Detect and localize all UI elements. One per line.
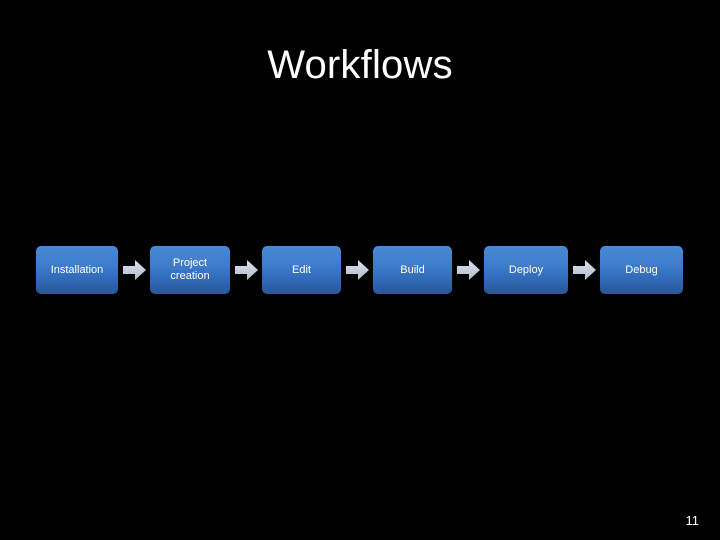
flow-step-label: Build bbox=[400, 263, 425, 276]
flow-step-project-creation[interactable]: Project creation bbox=[150, 246, 230, 294]
flow-step-label: Project creation bbox=[170, 257, 210, 282]
flow-step-label: Edit bbox=[292, 263, 311, 276]
flow-step-build[interactable]: Build bbox=[373, 246, 452, 294]
page-number: 11 bbox=[685, 513, 700, 528]
flow-step-label: Debug bbox=[625, 263, 658, 276]
right-arrow-icon bbox=[118, 246, 150, 294]
flow-step-label: Installation bbox=[50, 263, 104, 276]
right-arrow-icon bbox=[230, 246, 262, 294]
flow-step-edit[interactable]: Edit bbox=[262, 246, 341, 294]
right-arrow-icon bbox=[341, 246, 373, 294]
page-title: Workflows bbox=[267, 43, 453, 87]
right-arrow-icon bbox=[452, 246, 484, 294]
flow-step-debug[interactable]: Debug bbox=[600, 246, 683, 294]
flow-step-installation[interactable]: Installation bbox=[36, 246, 118, 294]
flow-step-deploy[interactable]: Deploy bbox=[484, 246, 568, 294]
workflow-diagram: Installation Project creation Ed bbox=[36, 246, 685, 294]
flow-step-label: Deploy bbox=[508, 263, 544, 276]
right-arrow-icon bbox=[568, 246, 600, 294]
